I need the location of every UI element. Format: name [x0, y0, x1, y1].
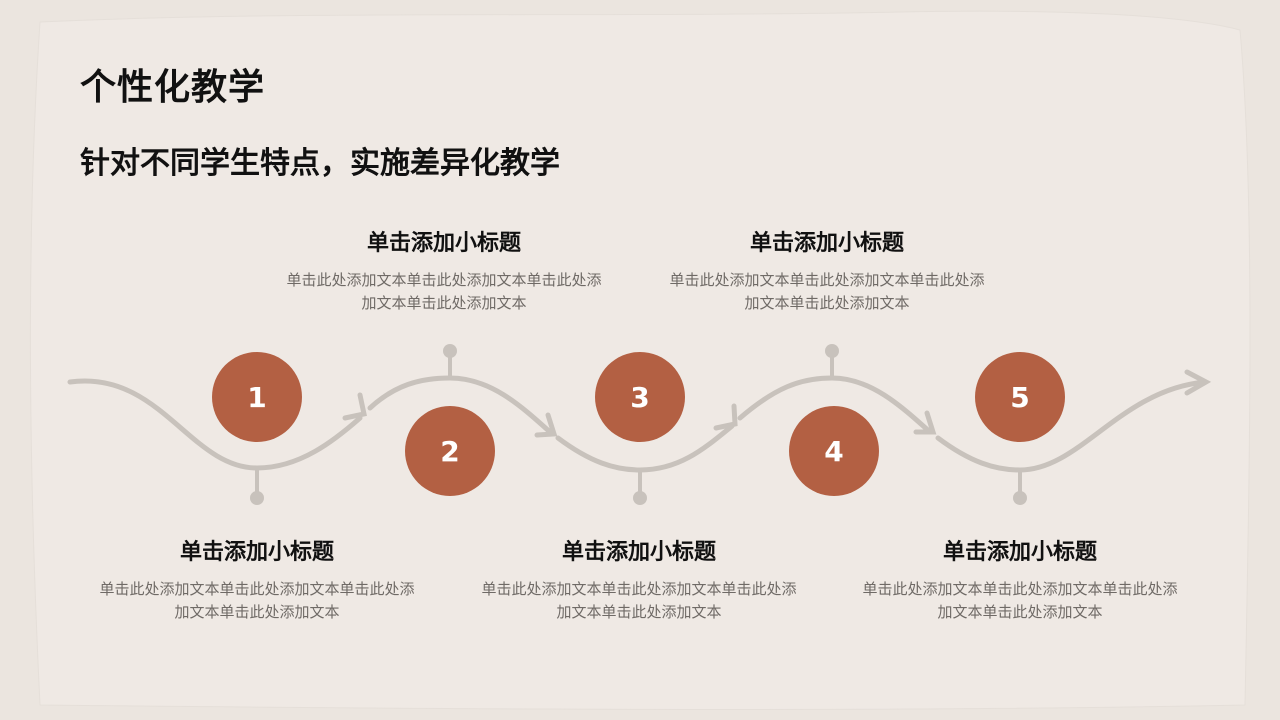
wave-path — [935, 379, 1208, 473]
step-desc[interactable]: 单击此处添加文本单击此处添加文本单击此处添加文本单击此处添加文本 — [99, 580, 415, 621]
step-desc[interactable]: 单击此处添加文本单击此处添加文本单击此处添加文本单击此处添加文本 — [481, 580, 797, 621]
wave-path — [67, 378, 363, 471]
step-number-1: 1 — [212, 352, 302, 442]
step-3: 单击添加小标题 单击此处添加文本单击此处添加文本单击此处添加文本单击此处添加文本 — [479, 534, 799, 624]
step-number-2: 2 — [405, 406, 495, 496]
step-title[interactable]: 单击添加小标题 — [749, 231, 904, 256]
arrowhead — [713, 403, 738, 431]
step-desc[interactable]: 单击此处添加文本单击此处添加文本单击此处添加文本单击此处添加文本 — [669, 271, 985, 312]
connector-dot — [825, 344, 839, 358]
step-title[interactable]: 单击添加小标题 — [942, 540, 1097, 565]
step-number-5: 5 — [975, 352, 1065, 442]
step-desc[interactable]: 单击此处添加文本单击此处添加文本单击此处添加文本单击此处添加文本 — [286, 271, 602, 312]
arrowhead — [534, 412, 558, 438]
step-1: 单击添加小标题 单击此处添加文本单击此处添加文本单击此处添加文本单击此处添加文本 — [97, 534, 417, 624]
page-title: 个性化教学 — [80, 67, 266, 108]
step-5: 单击添加小标题 单击此处添加文本单击此处添加文本单击此处添加文本单击此处添加文本 — [860, 534, 1180, 624]
step-number-3: 3 — [595, 352, 685, 442]
step-title[interactable]: 单击添加小标题 — [179, 540, 334, 565]
connector-dot — [1013, 491, 1027, 505]
arrowhead — [342, 392, 367, 421]
step-title[interactable]: 单击添加小标题 — [366, 231, 521, 256]
connector-dot — [443, 344, 457, 358]
step-number-4: 4 — [789, 406, 879, 496]
arrowhead — [913, 410, 937, 435]
step-4: 单击添加小标题 单击此处添加文本单击此处添加文本单击此处添加文本单击此处添加文本 — [667, 225, 987, 315]
step-2: 单击添加小标题 单击此处添加文本单击此处添加文本单击此处添加文本单击此处添加文本 — [284, 225, 604, 315]
arrowhead — [1184, 369, 1212, 396]
page-subtitle: 针对不同学生特点，实施差异化教学 — [80, 146, 560, 181]
step-title[interactable]: 单击添加小标题 — [561, 540, 716, 565]
connector-dot — [633, 491, 647, 505]
connector-dot — [250, 491, 264, 505]
step-desc[interactable]: 单击此处添加文本单击此处添加文本单击此处添加文本单击此处添加文本 — [862, 580, 1178, 621]
